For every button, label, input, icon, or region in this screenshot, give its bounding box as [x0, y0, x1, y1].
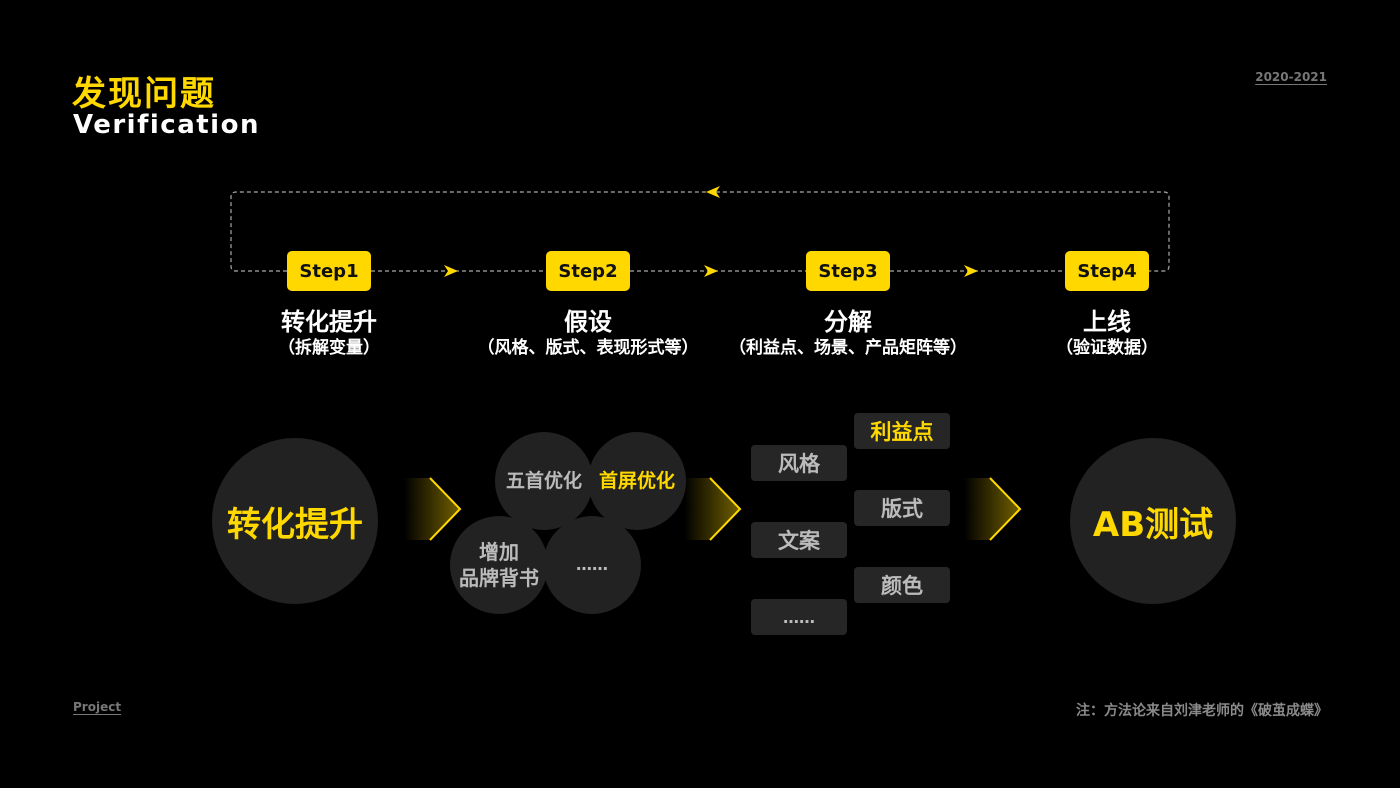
page-subtitle: Verification	[73, 110, 260, 140]
variable-tag-color: 颜色	[854, 567, 950, 603]
step-1-desc: （拆解变量）	[278, 338, 380, 358]
arrow-head-2	[704, 265, 718, 277]
step-3-desc: （利益点、场景、产品矩阵等）	[729, 338, 967, 358]
hypothesis-circle-2: 首屏优化	[588, 432, 686, 530]
footer-project-label: Project	[73, 700, 122, 714]
arrow-head-1	[444, 265, 458, 277]
arrow-head-return	[706, 186, 720, 198]
variable-tag-layout: 版式	[854, 490, 950, 526]
variable-tag-benefit: 利益点	[854, 413, 950, 449]
step-4-desc: （验证数据）	[1056, 338, 1158, 358]
step-4-badge: Step4	[1065, 251, 1149, 291]
step-3-badge: Step3	[806, 251, 890, 291]
variable-tag-more: ……	[751, 599, 847, 635]
page-title: 发现问题	[72, 74, 216, 114]
hypothesis-circle-1: 五首优化	[495, 432, 593, 530]
step-1-label: 转化提升	[281, 308, 377, 336]
hypothesis-circle-3: 增加 品牌背书	[450, 516, 548, 614]
loop-return-line	[230, 191, 1170, 272]
chevron-arrow-icon	[964, 477, 1022, 541]
chevron-arrow-icon	[684, 477, 742, 541]
footer-note: 注：方法论来自刘津老师的《破茧成蝶》	[1076, 703, 1328, 719]
variable-tag-style: 风格	[751, 445, 847, 481]
end-circle: AB测试	[1070, 438, 1236, 604]
start-circle: 转化提升	[212, 438, 378, 604]
step-2-desc: （风格、版式、表现形式等）	[477, 338, 699, 358]
hypothesis-circle-4: ……	[543, 516, 641, 614]
chevron-arrow-icon	[404, 477, 462, 541]
step-2-badge: Step2	[546, 251, 630, 291]
year-label: 2020-2021	[1255, 70, 1327, 84]
step-1-badge: Step1	[287, 251, 371, 291]
step-4-label: 上线	[1083, 308, 1131, 336]
step-2-label: 假设	[564, 308, 612, 336]
variable-tag-copy: 文案	[751, 522, 847, 558]
arrow-head-3	[964, 265, 978, 277]
step-3-label: 分解	[824, 308, 872, 336]
